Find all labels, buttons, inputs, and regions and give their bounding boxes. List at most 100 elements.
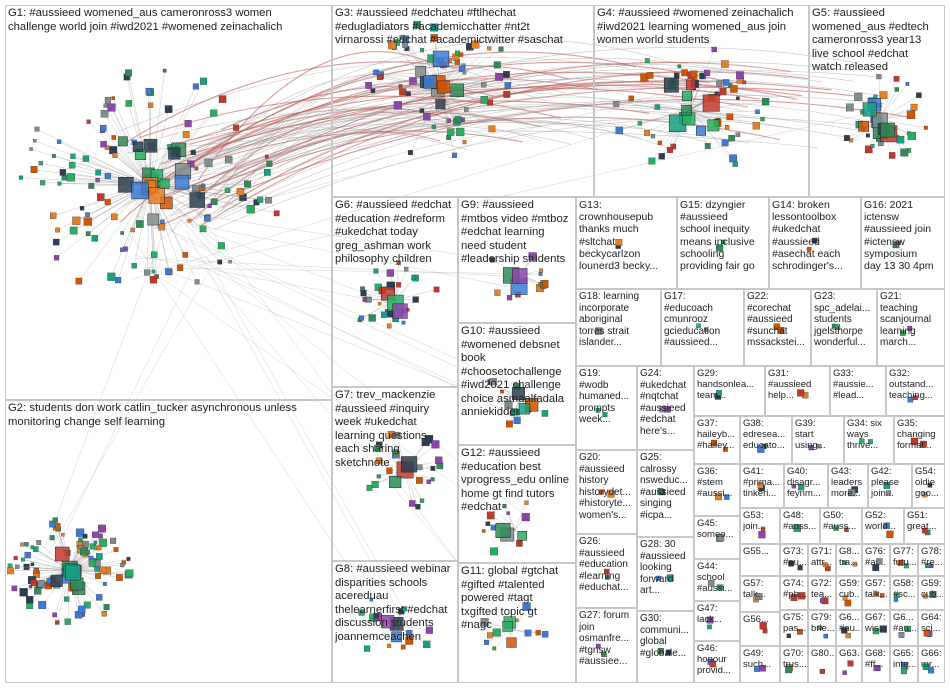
group-g58: G57: talk... bbox=[862, 576, 890, 610]
group-label-g31: G31: #aussieed help... bbox=[768, 368, 828, 401]
group-g34: G34: six ways thrive... bbox=[844, 416, 894, 464]
group-g22: G22: #corechat #aussieed #sunchat mssack… bbox=[744, 289, 811, 366]
group-g73: G73: #au... bbox=[780, 544, 808, 576]
group-g2: G2: students don work catlin_tucker asyn… bbox=[5, 400, 332, 683]
group-g21: G21: teaching scanjournal learning march… bbox=[877, 289, 945, 366]
group-g36: G36: #stem #aussi... bbox=[694, 464, 740, 516]
group-g75: G75: pas... bbox=[780, 610, 808, 646]
group-label-g66: G66: mr... bbox=[921, 648, 943, 670]
group-g1: G1: #aussieed womened_aus cameronross3 w… bbox=[5, 5, 332, 400]
group-g77: G77: futu... bbox=[890, 544, 918, 576]
group-label-g3: G3: #aussieed #edchateu #ftlhechat #edug… bbox=[335, 7, 592, 48]
group-g61: G59: cub... bbox=[836, 576, 862, 610]
group-label-g46: G46: honour provid... bbox=[697, 643, 738, 676]
group-g69: G6... #au... bbox=[836, 610, 862, 646]
group-label-g58: G57: talk... bbox=[865, 578, 888, 600]
group-label-g13: G13: crownhousepub thanks much #sltchat … bbox=[579, 199, 675, 272]
group-g31: G31: #aussieed help... bbox=[765, 366, 830, 416]
group-label-g25: G25: calrossy nsweduc... #aussieed singi… bbox=[640, 452, 692, 522]
group-label-g11: G11: global #gtchat #gifted #talented po… bbox=[461, 565, 574, 633]
group-label-g74: G74: #pb... bbox=[783, 578, 806, 600]
group-g54: G54: oldie goo... bbox=[912, 464, 945, 508]
group-label-g12: G12: #aussieed #education best vprogress… bbox=[461, 447, 574, 515]
group-g46: G46: honour provid... bbox=[694, 641, 740, 683]
group-g59: G58: #sc... bbox=[890, 576, 918, 610]
group-g15: G15: dzyngier #aussieed school inequity … bbox=[677, 197, 769, 289]
group-label-g1: G1: #aussieed womened_aus cameronross3 w… bbox=[8, 7, 330, 34]
group-label-g7: G7: trev_mackenzie #aussieed #inquiry we… bbox=[335, 389, 456, 470]
group-label-g38: G38: edresea... educato... bbox=[743, 418, 790, 451]
group-label-g41: G41: #prima... tinkeri... bbox=[743, 466, 782, 499]
group-label-g19: G19: #wodb humaned... prompts week... bbox=[579, 368, 635, 426]
group-label-g37: G37: haileyb... #hailey... bbox=[697, 418, 738, 451]
group-g11: G11: global #gtchat #gifted #talented po… bbox=[458, 563, 576, 683]
group-label-g30: G30: communi... global #globale... bbox=[640, 613, 692, 659]
group-label-g70: G70: trus... bbox=[783, 648, 806, 670]
group-g7: G7: trev_mackenzie #aussieed #inquiry we… bbox=[332, 387, 458, 561]
group-g50: G50: #auss... bbox=[820, 508, 862, 544]
group-g78: G78: #re... bbox=[918, 544, 945, 576]
group-label-g29: G29: handsonlea... team... bbox=[697, 368, 763, 401]
group-g18: G18: learning incorporate aboriginal tor… bbox=[576, 289, 661, 366]
group-label-g72: G72: tea... bbox=[811, 578, 834, 600]
group-g39: G39: start using... bbox=[792, 416, 844, 464]
group-g71: G71: attr... bbox=[808, 544, 836, 576]
group-g53: G53: join... bbox=[740, 508, 780, 544]
group-label-g32: G32: outstand... teaching... bbox=[889, 368, 943, 401]
group-g13: G13: crownhousepub thanks much #sltchat … bbox=[576, 197, 677, 289]
group-g3: G3: #aussieed #edchateu #ftlhechat #edug… bbox=[332, 5, 594, 197]
group-g48: G48: #auss... bbox=[780, 508, 820, 544]
group-g66: G66: mr... bbox=[918, 646, 945, 683]
group-g41: G41: #prima... tinkeri... bbox=[740, 464, 784, 508]
group-label-g77: G77: futu... bbox=[893, 546, 916, 568]
group-label-g48: G48: #auss... bbox=[783, 510, 818, 532]
group-label-g78: G78: #re... bbox=[921, 546, 943, 568]
group-g29: G29: handsonlea... team... bbox=[694, 366, 765, 416]
group-label-g28: G28: 30 #aussieed looking forward art... bbox=[640, 539, 692, 597]
group-label-g57: G57: talk... bbox=[743, 578, 778, 600]
group-label-g43: G43: leaders more... bbox=[831, 466, 866, 499]
group-label-g21: G21: teaching scanjournal learning march… bbox=[880, 291, 943, 349]
group-label-g71: G71: attr... bbox=[811, 546, 834, 568]
group-label-g40: G40: disagr... feynm... bbox=[787, 466, 826, 499]
group-label-g56: G56... bbox=[743, 614, 778, 625]
group-label-g69: G6... #au... bbox=[839, 612, 860, 634]
group-g80: G80... bbox=[808, 646, 836, 683]
group-g43: G43: leaders more... bbox=[828, 464, 868, 508]
group-label-g79: G79: brie... bbox=[811, 612, 834, 634]
group-label-g51: G51: great... bbox=[907, 510, 943, 532]
group-label-g49: G49: such... bbox=[743, 648, 778, 670]
group-g24: G24: #ukedchat #nqtchat #aussieed #edcha… bbox=[637, 366, 694, 450]
group-g52: G52: world... bbox=[862, 508, 904, 544]
group-g42: G42: please join... bbox=[868, 464, 912, 508]
group-label-g76: G76: #ai... bbox=[865, 546, 888, 568]
group-label-g5: G5: #aussieed womened_aus #edtech camero… bbox=[812, 7, 943, 75]
group-label-g16: G16: 2021 ictensw #aussieed join #ictens… bbox=[864, 199, 943, 272]
group-label-g33: G33: #aussie... #lead... bbox=[833, 368, 884, 401]
group-label-g50: G50: #auss... bbox=[823, 510, 860, 532]
group-g70: G70: trus... bbox=[780, 646, 808, 683]
group-label-g20: G20: #aussieed history historydet... #hi… bbox=[579, 452, 635, 522]
group-label-g69b: G6... #au... bbox=[893, 612, 916, 634]
group-label-g26: G26: #aussieed #education #learning #edu… bbox=[579, 536, 635, 594]
group-g5: G5: #aussieed womened_aus #edtech camero… bbox=[809, 5, 945, 197]
group-g69b: G6... #au... bbox=[890, 610, 918, 646]
group-g10: G10: #aussieed #womened debsnet book #ch… bbox=[458, 323, 576, 445]
group-label-g14: G14: broken lessontoolbox #ukedchat #aus… bbox=[772, 199, 859, 272]
group-label-g8: G8: #aussieed webinar disparities school… bbox=[335, 563, 456, 644]
group-label-g47: G47: lack... bbox=[697, 603, 738, 625]
group-g9: G9: #aussieed #mtbos video #mtboz #edcha… bbox=[458, 197, 576, 323]
group-label-g63: G63... bbox=[839, 648, 860, 659]
group-g4: G4: #aussieed #womened zeinachalich #iwd… bbox=[594, 5, 809, 197]
group-label-g15: G15: dzyngier #aussieed school inequity … bbox=[680, 199, 767, 272]
group-label-g42: G42: please join... bbox=[871, 466, 910, 499]
group-g14: G14: broken lessontoolbox #ukedchat #aus… bbox=[769, 197, 861, 289]
group-g79: G79: brie... bbox=[808, 610, 836, 646]
group-g17: G17: #educoach cmunrooz gcieducation #au… bbox=[661, 289, 744, 366]
group-label-g60: G59: cub... bbox=[921, 578, 943, 600]
group-label-g4: G4: #aussieed #womened zeinachalich #iwd… bbox=[597, 7, 807, 48]
group-label-g44: G44: school #aussi... bbox=[697, 561, 738, 594]
group-g63: G63... bbox=[836, 646, 862, 683]
group-g12: G12: #aussieed #education best vprogress… bbox=[458, 445, 576, 563]
